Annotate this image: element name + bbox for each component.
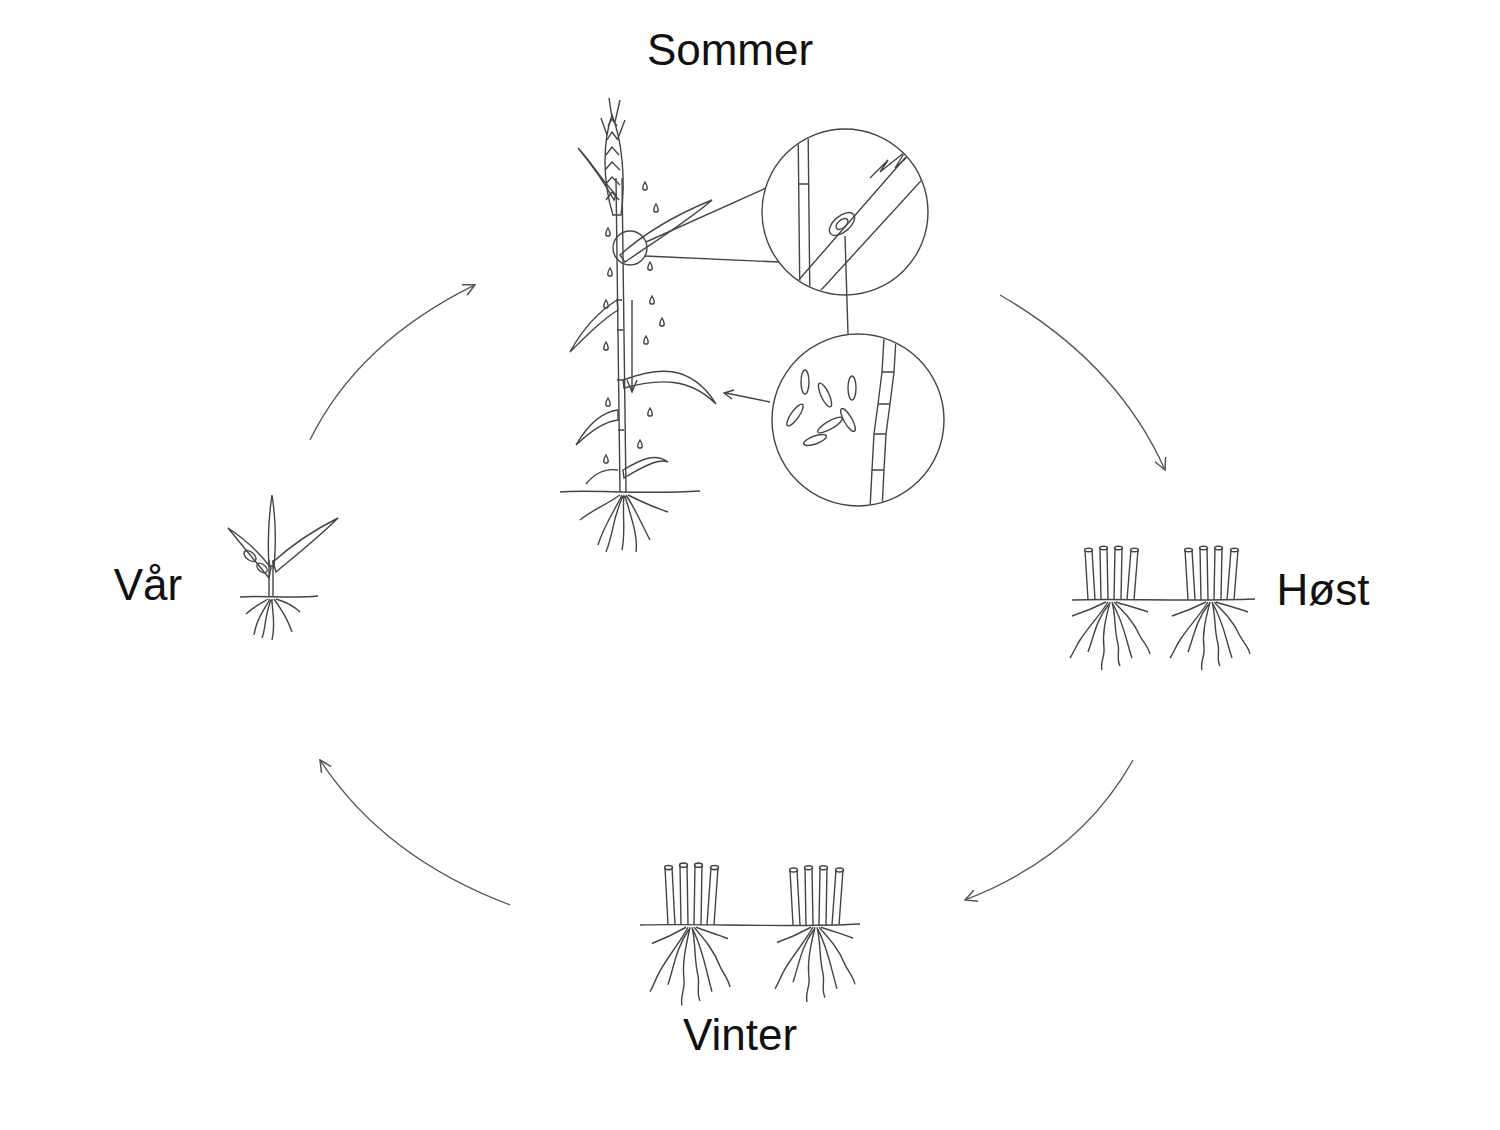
wheat-plant-part (580, 495, 668, 552)
cycle-arrow (965, 760, 1133, 900)
wheat-plant-part (790, 120, 940, 310)
wheat-plant-part-part (648, 408, 653, 416)
winter-stubble-part (640, 924, 860, 926)
wheat-plant-part-part (784, 402, 805, 428)
wheat-plant-part-part (816, 415, 844, 436)
wheat-plant-part-part (604, 342, 609, 350)
spring-seedling-part (240, 596, 318, 597)
wheat-plant-part-part (834, 216, 850, 231)
wheat-plant-part (845, 236, 848, 334)
wheat-plant-part-part (870, 338, 896, 510)
spring-seedling (228, 495, 338, 640)
season-label: Høst (1277, 565, 1370, 616)
wheat-plant-part (604, 182, 665, 463)
wheat-plant-part-part (838, 407, 858, 434)
wheat-plant-part-part (848, 376, 856, 400)
wheat-plant-part (627, 300, 637, 392)
wheat-plant-part-part (604, 300, 609, 308)
wheat-plant-part (772, 334, 944, 506)
spring-seedling-part (242, 548, 258, 563)
wheat-plant-part-part (654, 204, 659, 212)
wheat-plant-part-part (798, 120, 810, 310)
wheat-plant-part-part (604, 455, 609, 463)
wheat-plant-part-part (606, 228, 611, 236)
wheat-plant-part (724, 390, 770, 402)
spring-seedling-part (246, 599, 300, 640)
season-label: Vinter (683, 1010, 797, 1061)
wheat-plant-part-part (825, 208, 858, 240)
wheat-plant-part (601, 98, 625, 138)
wheat-plant-part (623, 371, 716, 404)
wheat-plant-part-part (643, 182, 648, 190)
wheat-plant-part-part (644, 336, 649, 344)
season-stage: Vår (100, 440, 345, 760)
cycle-arrow (310, 285, 475, 440)
wheat-plant-part-part (870, 150, 915, 178)
wheat-plant-part (623, 457, 668, 478)
spring-seedling-part (255, 561, 269, 574)
wheat-plant-part (576, 410, 618, 445)
season-stage: Sommer (475, 20, 1000, 555)
wheat-plant-part-part (816, 382, 834, 409)
season-label: Sommer (647, 25, 813, 76)
winter-stubble-part (775, 866, 855, 1002)
spring-seedling-part (228, 528, 271, 578)
season-stage: Høst (1070, 470, 1390, 760)
wheat-plant-part (616, 178, 626, 492)
wheat-plant-part-part (638, 440, 643, 448)
wheat-plant-part (578, 148, 616, 200)
autumn-stubble-part (1070, 546, 1150, 670)
cycle-arrow (1000, 295, 1165, 470)
wheat-plant-part-part (660, 318, 665, 326)
wheat-plant-part-part (648, 262, 653, 270)
wheat-plant-part-part (650, 296, 655, 304)
wheat-plant-part (784, 320, 900, 510)
wheat-plant-part-part (802, 432, 827, 448)
wheat-plant-part (762, 129, 928, 295)
wheat-plant-part (586, 470, 618, 484)
season-label: Vår (114, 560, 182, 611)
wheat-plant-part-part (606, 398, 611, 406)
wheat-plant-part (570, 300, 618, 352)
winter-stubble (640, 863, 860, 1005)
wheat-plant-part-part (801, 370, 809, 394)
wheat-plant-part-part (608, 268, 613, 276)
wheat-plant-part (645, 188, 779, 262)
winter-stubble-part (650, 863, 730, 1005)
wheat-plant-part (613, 231, 647, 265)
cycle-arrow (320, 760, 510, 905)
wheat-plant-part-part (790, 135, 940, 300)
wheat-plant-part-part (884, 320, 900, 338)
spring-seedling-part (268, 495, 275, 567)
autumn-stubble-part (1170, 546, 1250, 670)
wheat-plant (560, 98, 944, 552)
wheat-plant-part (560, 491, 700, 492)
spring-seedling-part (273, 518, 338, 572)
season-stage: Vinter (510, 860, 965, 1070)
autumn-stubble (1070, 546, 1255, 670)
